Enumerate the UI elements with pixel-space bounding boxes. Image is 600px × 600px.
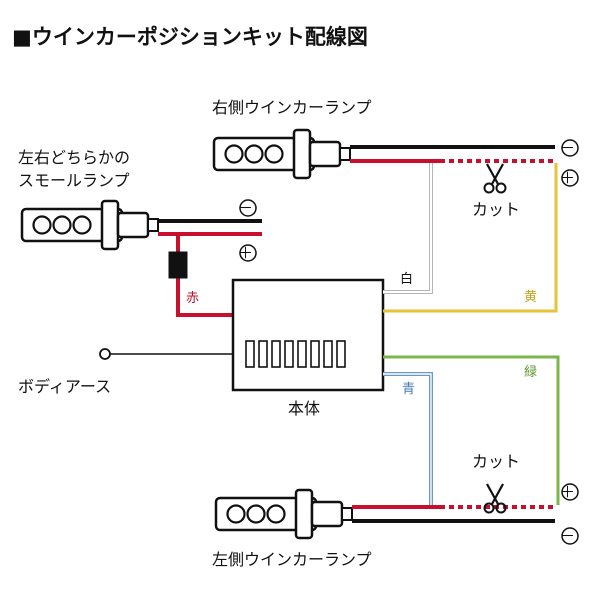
white-wire-label: 白 [400, 271, 413, 287]
main-unit-label: 本体 [288, 399, 320, 418]
small-lamp-bulb-icon [20, 199, 160, 251]
left-turn-lamp-bulb-icon [214, 488, 354, 540]
main-unit-led-panel [245, 340, 346, 368]
blue-wire-label: 青 [402, 382, 415, 397]
scissors-icon [483, 162, 507, 194]
right-turn-lamp-bulb-icon [212, 128, 352, 180]
yellow-wire-label: 黄 [524, 290, 537, 305]
green-wire-label: 緑 [524, 365, 537, 380]
page-title: ■ウインカーポジションキット配線図 [12, 25, 368, 49]
right-turn-lamp-label: 右側ウインカーランプ [212, 98, 372, 117]
ground-terminal-icon [99, 348, 111, 360]
small-lamp-label-line2: スモールランプ [18, 171, 130, 190]
fuse-icon [168, 251, 188, 279]
left-turn-lamp-label: 左側ウインカーランプ [212, 550, 372, 569]
small-lamp-label-line1: 左右どちらかの [18, 148, 130, 167]
yellow-wire [383, 163, 558, 313]
red-wire-label: 赤 [186, 291, 199, 306]
body-ground-label: ボディアース [18, 377, 111, 396]
cut-label-top: カット [472, 200, 520, 219]
main-unit-box [231, 278, 385, 392]
cut-label-bottom: カット [472, 452, 520, 471]
green-wire [383, 355, 560, 505]
